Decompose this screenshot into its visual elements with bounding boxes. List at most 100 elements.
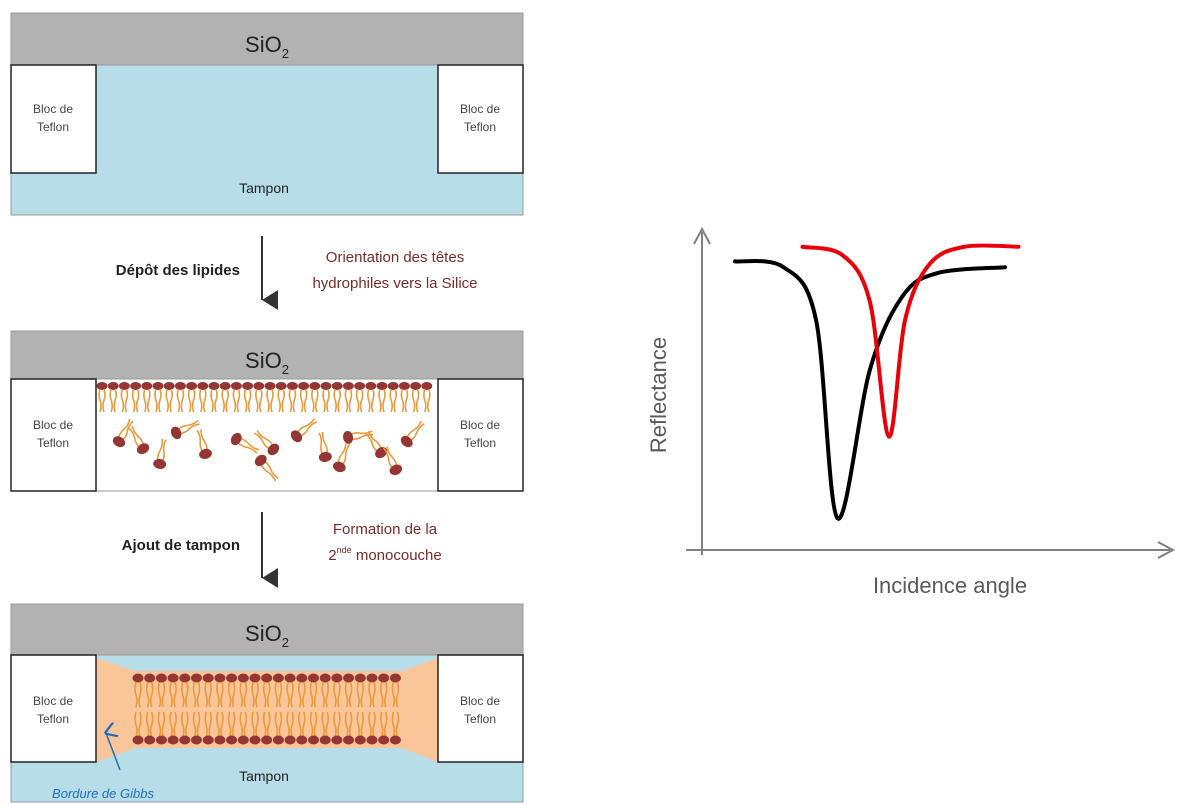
teflon-label-right-2: Teflon — [464, 712, 496, 726]
bilayer-lipid-pair — [319, 673, 331, 745]
free-lipid — [196, 429, 212, 460]
lipid-molecule — [107, 382, 119, 413]
bilayer-lipid-pair — [237, 673, 249, 745]
teflon-block-left — [10, 378, 97, 492]
reflectance-curve-red — [800, 243, 1021, 439]
lipid-molecule — [331, 382, 343, 413]
lipid-molecule — [376, 382, 388, 413]
step-1-action: Dépôt des lipides — [116, 262, 240, 279]
lipid-molecule — [197, 382, 209, 413]
bilayer-lipid-pair — [144, 673, 156, 745]
step-2: Ajout de tampon Formation de la 2nde mon… — [122, 512, 442, 588]
bilayer-lipid-pair — [191, 673, 202, 745]
free-lipids — [112, 418, 425, 482]
buffer-label: Tampon — [239, 180, 289, 196]
panel-1: SiO2 Bloc de Teflon Bloc de Teflon Tampo… — [10, 12, 524, 216]
free-lipid — [253, 429, 280, 456]
free-lipid — [230, 432, 260, 454]
bilayer-lipid-pair — [155, 673, 167, 745]
lipid-molecule — [309, 382, 321, 413]
step-1-note-1: Orientation des têtes — [326, 249, 464, 266]
panel-3: SiO2 Bloc de Teflon Bloc de Teflon Tampo… — [10, 603, 524, 803]
step-2-note-2: 2nde monocouche — [328, 545, 441, 564]
bilayer-lipid-pair — [214, 673, 226, 745]
bilayer-lipid-pair — [308, 673, 319, 745]
bilayer-lipid-pair — [331, 673, 343, 745]
chart-series — [733, 243, 1021, 521]
free-lipid — [400, 420, 425, 448]
reflectance-chart: Incidence angle Reflectance — [646, 226, 1176, 598]
lipid-molecule — [342, 382, 354, 413]
step-2-note-1: Formation de la — [333, 521, 438, 538]
silica-layer — [10, 603, 524, 656]
silica-layer — [10, 12, 524, 66]
lipid-molecule — [186, 382, 198, 413]
free-lipid — [170, 419, 200, 440]
teflon-label-left-2: Teflon — [37, 436, 69, 450]
x-axis-label: Incidence angle — [873, 573, 1027, 598]
x-axis-arrowhead — [1157, 541, 1176, 559]
bilayer-lipid-pair — [132, 673, 144, 745]
bilayer-lipid-pair — [343, 673, 355, 745]
free-lipid — [128, 425, 150, 455]
lipid-molecule — [253, 382, 265, 413]
lipid-molecule — [298, 382, 310, 413]
y-axis-label: Reflectance — [646, 337, 671, 453]
lipid-molecule — [96, 382, 108, 413]
lipid-molecule — [264, 382, 276, 413]
teflon-label-left-1: Bloc de — [33, 694, 73, 708]
bilayer-lipid-pair — [167, 673, 179, 745]
bilayer-lipid-pair — [179, 673, 191, 745]
bilayer-lipid-pair — [354, 673, 366, 745]
step-1-note-2: hydrophiles vers la Silice — [312, 275, 477, 292]
teflon-label-left-1: Bloc de — [33, 418, 73, 432]
teflon-label-right-1: Bloc de — [460, 694, 500, 708]
teflon-label-right-1: Bloc de — [460, 102, 500, 116]
reflectance-curve-black — [733, 258, 1007, 521]
lipid-molecule — [320, 382, 332, 413]
gibbs-border-right — [402, 658, 438, 762]
teflon-label-left-1: Bloc de — [33, 102, 73, 116]
bilayer-lipid-pair — [272, 673, 284, 745]
lipid-molecule — [421, 382, 433, 413]
free-lipid — [153, 438, 167, 470]
bilayer-formation-diagram: SiO2 Bloc de Teflon Bloc de Teflon Tampo… — [10, 12, 524, 803]
lipid-molecule — [163, 382, 175, 413]
bilayer-lipid-pair — [226, 673, 238, 745]
chart-axes — [686, 226, 1176, 559]
panel-2: SiO2 Bloc de Teflon Bloc de Teflon — [10, 330, 524, 492]
gibbs-border-left — [96, 658, 135, 762]
free-lipid — [318, 431, 332, 463]
step-1: Dépôt des lipides Orientation des têtes … — [116, 236, 478, 310]
teflon-block-right — [437, 654, 524, 763]
lipid-molecule — [387, 382, 399, 413]
free-lipid — [332, 442, 351, 473]
bilayer-lipid-pair — [366, 673, 378, 745]
teflon-block-left — [10, 654, 97, 763]
lipid-molecule — [230, 382, 242, 413]
teflon-block-right — [437, 378, 524, 492]
lipid-molecule — [118, 382, 130, 413]
lipid-molecule — [354, 382, 366, 413]
teflon-label-right-1: Bloc de — [460, 418, 500, 432]
bilayer-lipid-pair — [261, 673, 273, 745]
lipid-molecule — [275, 382, 287, 413]
y-axis-arrowhead — [693, 226, 711, 245]
lipid-molecule — [152, 382, 164, 413]
lipid-molecule — [141, 382, 153, 413]
bilayer-lipid-pair — [249, 673, 261, 745]
bilayer-lipid-pair — [284, 673, 296, 745]
gibbs-pointer-arrow — [106, 733, 121, 771]
teflon-block-left — [10, 64, 97, 174]
free-lipid — [254, 454, 279, 482]
free-lipid — [290, 418, 318, 443]
bilayer-lipid-pair — [296, 673, 308, 745]
lipid-molecule — [130, 382, 142, 413]
free-lipid — [382, 446, 403, 476]
teflon-label-left-2: Teflon — [37, 712, 69, 726]
silica-label: SiO2 — [245, 348, 289, 377]
lipid-molecule — [174, 382, 186, 413]
silica-layer — [10, 330, 524, 380]
bilayer-lipid-pair — [378, 673, 390, 745]
silica-label: SiO2 — [245, 32, 289, 61]
